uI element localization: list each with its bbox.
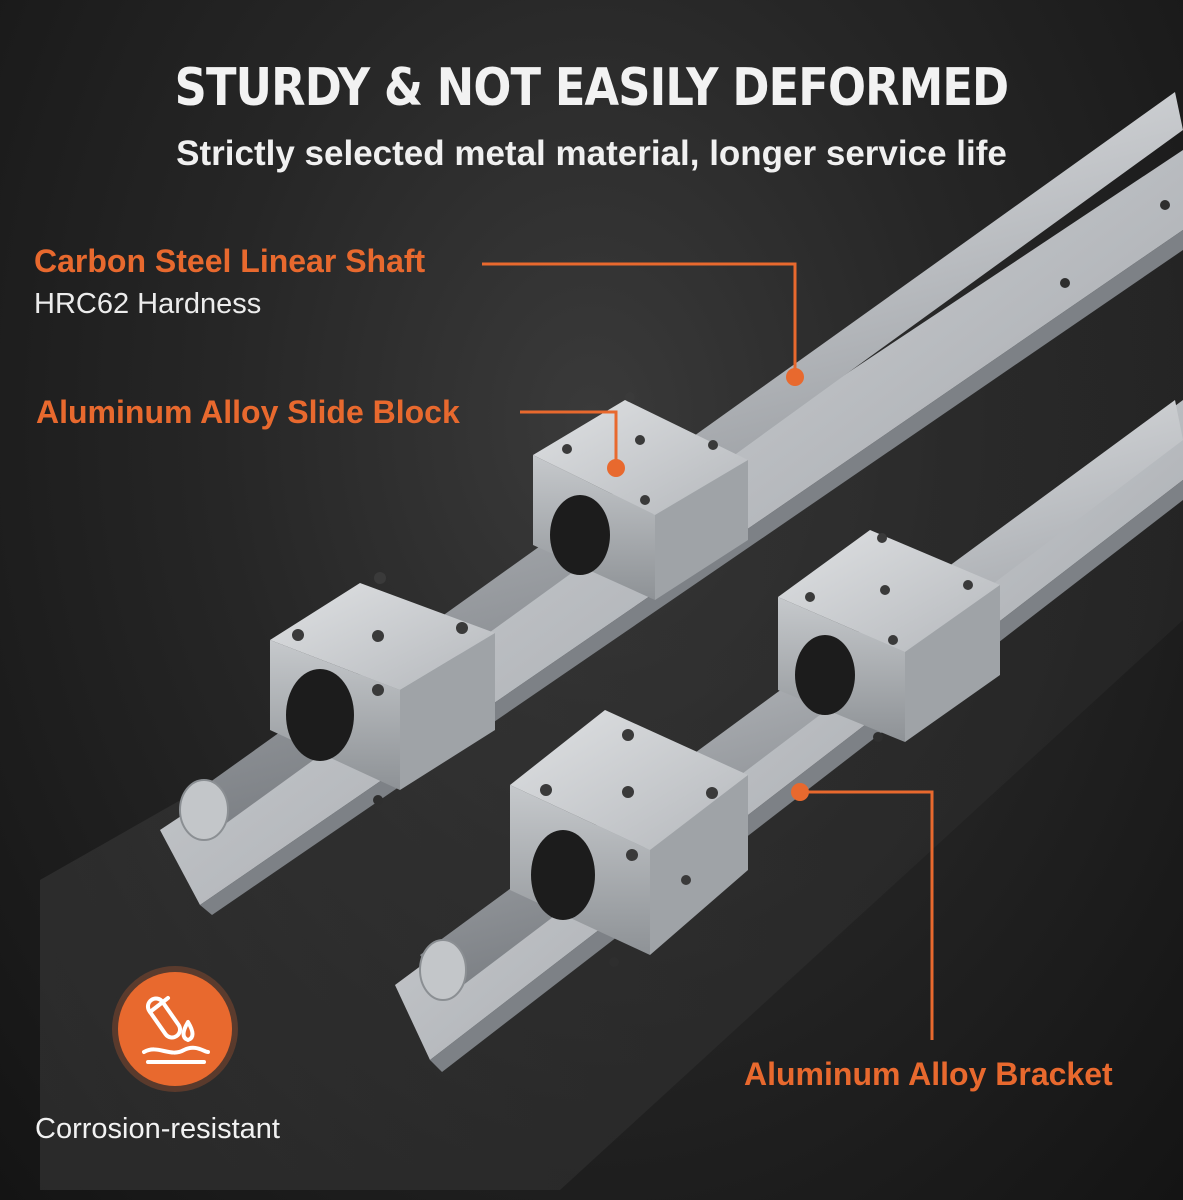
- base-plate: [40, 230, 1183, 1190]
- slide-block-c: [510, 710, 748, 955]
- slide-block-b: [533, 392, 748, 600]
- callout-bracket-title: Aluminum Alloy Bracket: [744, 1056, 1113, 1092]
- badge-label: Corrosion-resistant: [35, 1113, 280, 1145]
- callout-slide-block-title: Aluminum Alloy Slide Block: [36, 394, 460, 430]
- leader-line-shaft: [482, 262, 797, 375]
- headline: STURDY & NOT EASILY DEFORMED: [174, 58, 1009, 118]
- slide-block-a: [270, 572, 495, 790]
- corrosion-resistant-icon: [142, 996, 210, 1064]
- leader-dot-bracket: [791, 783, 809, 801]
- leader-line-bracket: [800, 790, 934, 1040]
- leader-dot-slide-block: [607, 459, 625, 477]
- leader-dot-shaft: [786, 368, 804, 386]
- subheadline: Strictly selected metal material, longer…: [176, 134, 1007, 173]
- leader-line-slide-block: [520, 410, 618, 465]
- shaft-end-lower: [419, 939, 467, 1001]
- slide-block-d: [778, 530, 1000, 742]
- callout-shaft-title: Carbon Steel Linear Shaft: [34, 243, 426, 279]
- corrosion-badge: [118, 972, 232, 1086]
- shaft-end-upper: [179, 779, 229, 841]
- callout-shaft-detail: HRC62 Hardness: [34, 288, 262, 320]
